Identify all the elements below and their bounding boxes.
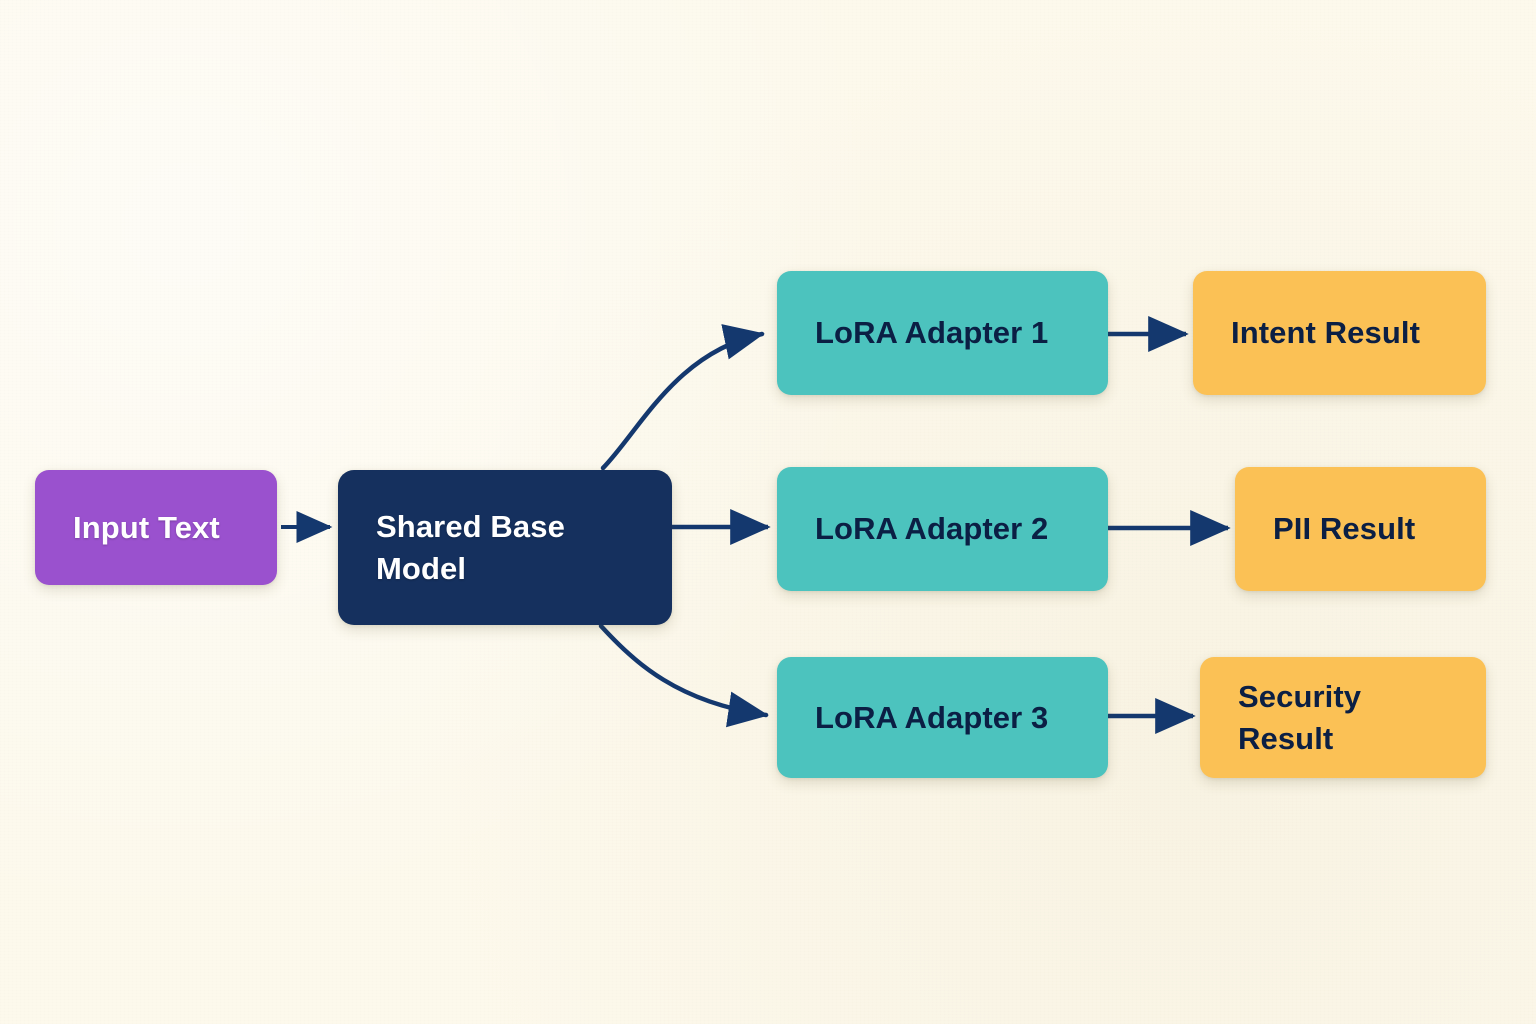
- node-input-text[interactable]: Input Text: [35, 470, 277, 585]
- node-shared-base-model[interactable]: Shared Base Model: [338, 470, 672, 625]
- edge-base-to-adapter-1: [600, 324, 765, 471]
- node-lora-adapter-2[interactable]: LoRA Adapter 2: [777, 467, 1108, 591]
- node-label-lora-adapter-3: LoRA Adapter 3: [815, 699, 1049, 735]
- node-lora-adapter-3[interactable]: LoRA Adapter 3: [777, 657, 1108, 778]
- node-security-result[interactable]: Security Result: [1200, 657, 1486, 778]
- node-label-intent-result: Intent Result: [1231, 315, 1421, 351]
- node-label-pii-result: PII Result: [1273, 511, 1416, 547]
- node-lora-adapter-1[interactable]: LoRA Adapter 1: [777, 271, 1108, 395]
- node-label-shared-base-model: Shared Base Model: [376, 509, 565, 586]
- node-label-security-result: Security Result: [1238, 679, 1362, 756]
- node-intent-result[interactable]: Intent Result: [1193, 271, 1486, 395]
- node-label-input-text: Input Text: [73, 509, 220, 545]
- node-pii-result[interactable]: PII Result: [1235, 467, 1486, 591]
- node-label-lora-adapter-1: LoRA Adapter 1: [815, 315, 1049, 351]
- node-label-lora-adapter-2: LoRA Adapter 2: [815, 511, 1049, 547]
- edge-base-to-adapter-3: [598, 623, 769, 728]
